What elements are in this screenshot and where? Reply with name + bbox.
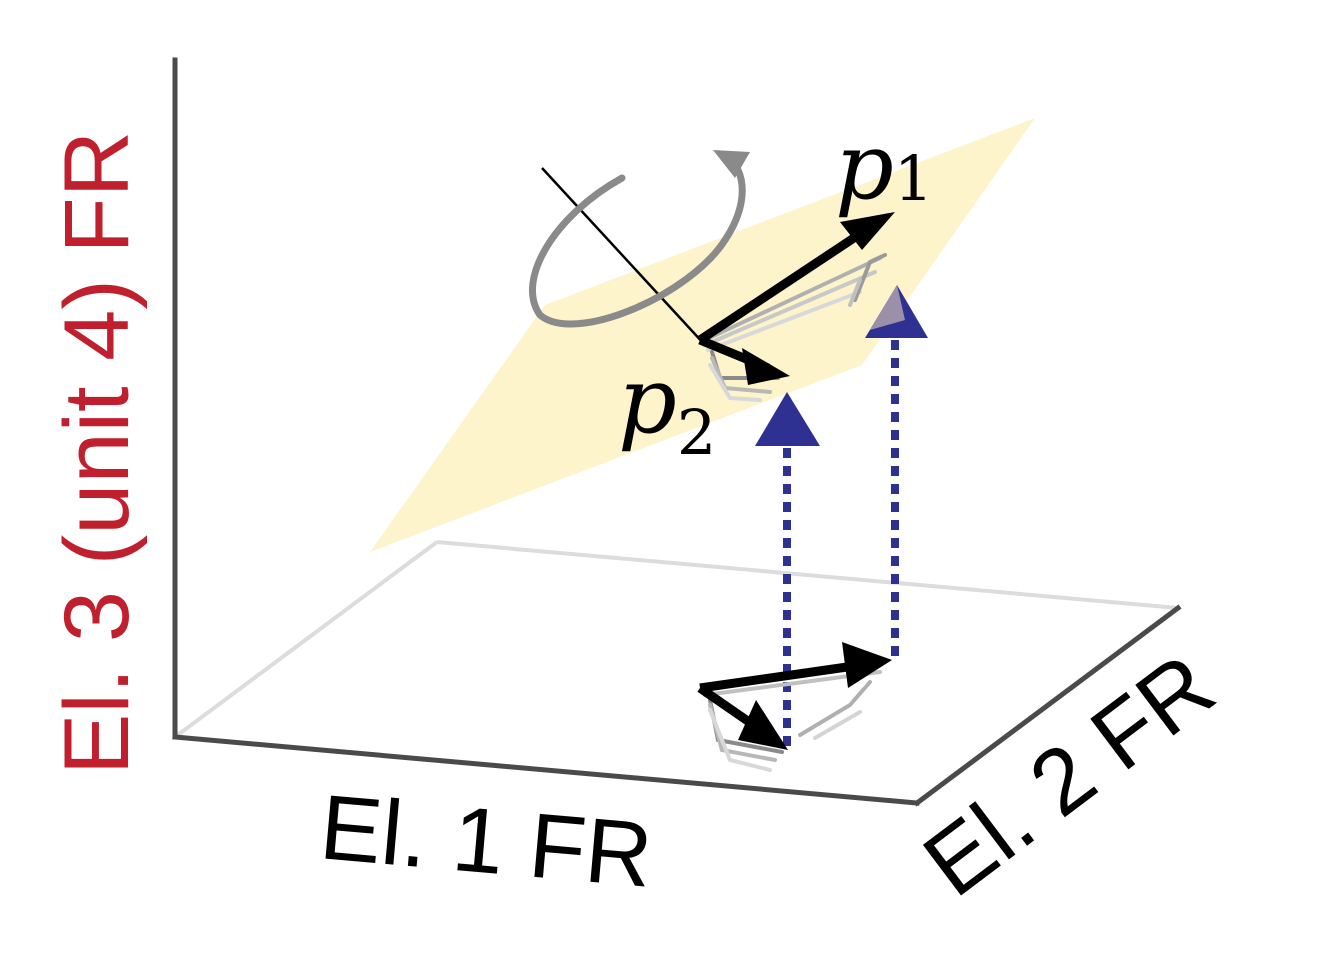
- rotation-indicator: [529, 150, 750, 346]
- arrow-to-p1: [697, 218, 881, 344]
- x-axis-line: [172, 734, 920, 806]
- floor-edge-back-right: [436, 540, 1179, 610]
- floor-grid: [173, 540, 1179, 739]
- z-axis-label: El. 3 (unit 4) FR: [46, 131, 148, 775]
- x-axis-label: El. 1 FR: [316, 776, 656, 907]
- arrow-to-p2-head: [742, 348, 790, 385]
- axes: [172, 57, 1182, 807]
- rotation-axis-line: [541, 167, 706, 346]
- arrow-to-p1-head: [840, 212, 895, 250]
- rotation-arc: [529, 166, 746, 328]
- projection-marker-p1-overlap: [870, 285, 905, 330]
- rotation-arrowhead: [713, 150, 750, 178]
- projections: [755, 285, 928, 752]
- floor-arrow-to-p2-head: [738, 700, 788, 750]
- point-label-p1: p1: [835, 113, 933, 220]
- floor-edge-back-left: [173, 540, 439, 739]
- floor-arrows: [697, 642, 892, 750]
- floor-arrow-to-p1: [699, 659, 869, 693]
- projection-marker-p2: [755, 392, 820, 446]
- plane-arrows: [697, 212, 895, 385]
- y-axis-line: [913, 604, 1182, 807]
- floor-arrow-to-p1-head: [842, 642, 892, 688]
- point-label-p2: p2: [618, 347, 716, 469]
